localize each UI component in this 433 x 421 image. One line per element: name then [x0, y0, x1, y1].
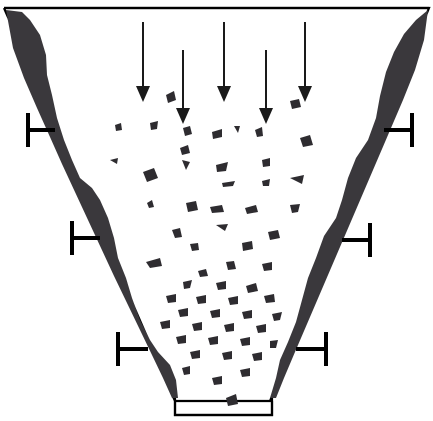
right-wall-buildup: [270, 10, 428, 398]
down-arrow-icon: [136, 22, 150, 102]
particle-icon: [150, 121, 158, 130]
left-vibrators: [28, 113, 148, 366]
particle-icon: [228, 296, 238, 305]
particle-icon: [178, 308, 188, 317]
particle-icon: [226, 261, 236, 270]
particle-icon: [160, 320, 170, 329]
particle-icon: [183, 280, 192, 289]
particle-icon: [212, 376, 222, 385]
particle-icon: [300, 135, 313, 147]
particle-icon: [186, 201, 198, 212]
particle-icon: [146, 258, 162, 268]
down-arrow-icon: [259, 50, 273, 124]
particle-icon: [180, 145, 190, 155]
particle-icon: [246, 283, 258, 293]
particle-icon: [262, 158, 270, 167]
particle-icon: [192, 322, 202, 331]
particle-icon: [216, 224, 228, 231]
particle-icon: [216, 162, 228, 172]
particle-icon: [212, 129, 222, 139]
particle-icon: [166, 294, 176, 303]
particle-icon: [182, 366, 190, 375]
particle-icon: [224, 323, 234, 332]
particle-icon: [252, 352, 262, 361]
right-vibrators: [296, 113, 412, 366]
particle-icon: [270, 340, 278, 348]
particle-icon: [110, 158, 118, 164]
particle-icon: [255, 127, 263, 137]
particle-icon: [256, 324, 266, 333]
particle-icon: [240, 368, 250, 377]
particle-icon: [166, 91, 176, 103]
down-arrow-icon: [217, 22, 231, 102]
particle-icon: [190, 243, 199, 251]
particle-icon: [240, 337, 250, 346]
particle-icon: [198, 269, 208, 277]
particle-icon: [262, 262, 272, 271]
particle-icon: [234, 126, 240, 133]
particle-icon: [262, 179, 270, 186]
particle-icon: [242, 310, 252, 319]
particle-icon: [183, 126, 192, 136]
down-arrow-icon: [176, 50, 190, 124]
inflow-arrows: [136, 22, 312, 124]
particle-icon: [190, 350, 200, 359]
particle-icon: [290, 204, 300, 213]
particle-icon: [182, 160, 190, 170]
particle-icon: [290, 99, 301, 109]
particle-icon: [222, 181, 235, 187]
particle-icon: [222, 351, 232, 360]
particle-icon: [210, 205, 224, 213]
particle-icon: [226, 394, 238, 406]
particle-icon: [208, 336, 218, 345]
particle-icon: [264, 294, 275, 303]
particle-icon: [143, 168, 158, 182]
down-arrow-icon: [298, 22, 312, 102]
particle-icon: [290, 175, 304, 184]
particle-icon: [147, 200, 154, 208]
particle-icon: [245, 205, 258, 214]
particle-icon: [196, 295, 206, 304]
particle-icon: [176, 335, 186, 344]
particle-icon: [268, 230, 280, 240]
particle-icon: [242, 241, 253, 251]
particle-icon: [272, 312, 282, 321]
particle-icon: [172, 228, 182, 238]
particle-icon: [216, 281, 226, 290]
particle-icon: [210, 309, 220, 318]
particle-icon: [115, 123, 122, 131]
